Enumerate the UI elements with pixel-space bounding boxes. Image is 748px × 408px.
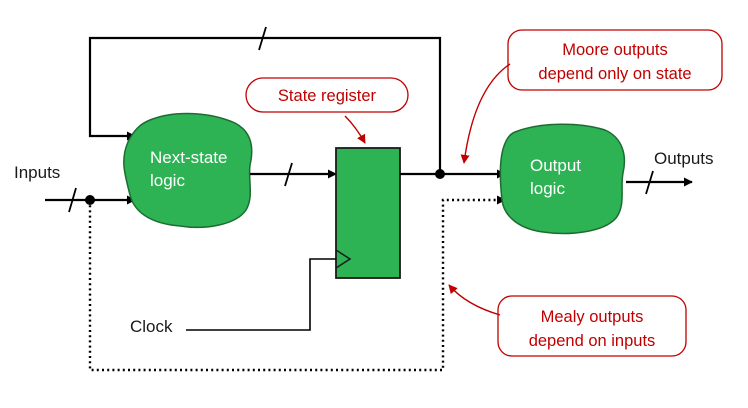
state-feedback-wire [88, 36, 442, 172]
next-state-logic-label-line1-text: Next-state [150, 148, 227, 167]
moore-callout [507, 29, 723, 91]
next-state-bus-slash [284, 162, 293, 187]
output-logic-label-line1: Output [530, 156, 581, 175]
clock-edge-triangle [335, 249, 352, 269]
mealy-callout [497, 295, 687, 357]
moore-callout-line2: depend only on state [538, 65, 691, 83]
state-register-block [335, 147, 401, 279]
moore-callout-arrow [460, 63, 511, 164]
output-logic-label-line2: logic [530, 179, 565, 198]
output-logic-block [499, 123, 626, 235]
state-register-callout-text: State register [278, 87, 377, 105]
next-state-logic-label-line2-text: logic [150, 171, 185, 190]
feedback-bus-slash [258, 26, 267, 51]
inputs-label: Inputs [14, 163, 60, 182]
mealy-callout-line1: Mealy outputs [541, 308, 644, 326]
mealy-input-path [88, 195, 506, 372]
input-bus-slash [68, 187, 77, 213]
state-register-callout [245, 77, 409, 113]
mealy-callout-arrow [448, 284, 501, 316]
clock-label: Clock [130, 317, 173, 336]
moore-callout-line1: Moore outputs [562, 41, 667, 59]
outputs-label: Outputs [654, 149, 714, 168]
state-register-callout-arrow [344, 115, 366, 144]
clock-wire [186, 258, 336, 331]
mealy-callout-line2: depend on inputs [529, 332, 656, 350]
state-junction-dot [435, 169, 445, 179]
next-state-logic-block [123, 112, 253, 229]
outputs-bus-slash [645, 170, 654, 195]
